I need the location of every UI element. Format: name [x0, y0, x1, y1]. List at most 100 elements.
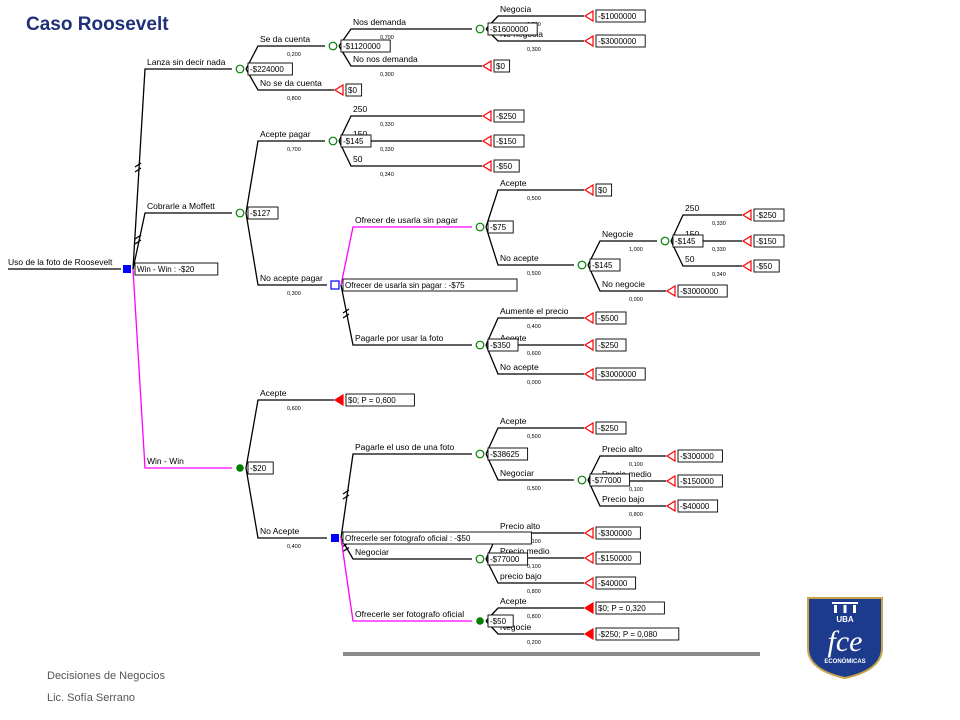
- terminal-node: [583, 551, 594, 565]
- branch-label: No Acepte: [260, 526, 299, 536]
- terminal-value: -$250; P = 0,080: [598, 630, 658, 639]
- terminal-value: -$40000: [680, 502, 710, 511]
- tree-branch: [670, 240, 742, 267]
- chance-node: [577, 475, 587, 485]
- node-value-box: [247, 461, 274, 475]
- branch-probability: 0,100: [527, 564, 541, 570]
- branch-probability: 0,330: [380, 147, 394, 153]
- terminal-value-box: [595, 183, 613, 197]
- terminal-value: -$150000: [680, 477, 714, 486]
- branch-label: precio bajo: [500, 571, 542, 581]
- tree-branch: [340, 226, 472, 286]
- tree-branch: [245, 212, 327, 286]
- branch-label: Acepte pagar: [260, 129, 311, 139]
- branch-label: No acepte: [500, 253, 539, 263]
- node-value: -$145: [675, 237, 696, 246]
- branch-probability: 0,500: [527, 196, 541, 202]
- terminal-value: -$250: [756, 211, 777, 220]
- terminal-value-box: [595, 367, 646, 381]
- tree-branch: [132, 212, 232, 270]
- tree-branch: [485, 427, 584, 455]
- branch-label: Acepte: [500, 416, 527, 426]
- branch-probability: 0,500: [527, 434, 541, 440]
- node-value-box: [487, 220, 514, 234]
- terminal-node: [481, 59, 492, 73]
- branch-probability: 0,400: [287, 544, 301, 550]
- terminal-node: [481, 109, 492, 123]
- branch-probability: 0,330: [712, 221, 726, 227]
- tree-branch: [338, 115, 482, 142]
- cut-marker: [342, 489, 350, 500]
- node-value-box: [342, 278, 518, 292]
- terminal-value: -$300000: [598, 529, 632, 538]
- node-value: -$77000: [490, 555, 520, 564]
- terminal-value-box: [677, 499, 719, 513]
- branch-label: 150: [353, 129, 367, 139]
- terminal-value-box: [677, 474, 723, 488]
- branch-label: Acepte: [500, 333, 527, 343]
- node-value-box: [487, 338, 519, 352]
- branch-probability: 1,000: [629, 247, 643, 253]
- chance-node: [236, 464, 244, 472]
- branch-label: Acepte: [260, 388, 287, 398]
- branch-probability: 0,340: [380, 172, 394, 178]
- tree-branch: [485, 317, 584, 346]
- branch-label: 150: [685, 229, 699, 239]
- fce-uba-logo: UBA fce ECONÓMICAS: [807, 597, 883, 680]
- chance-node: [475, 340, 485, 350]
- tree-branch: [485, 344, 584, 375]
- tree-branch: [670, 214, 742, 242]
- branch-probability: 0,100: [629, 462, 643, 468]
- terminal-node: [583, 34, 594, 48]
- terminal-value: -$150: [496, 137, 517, 146]
- terminal-node: [583, 627, 594, 641]
- cut-marker: [134, 162, 142, 173]
- terminal-node: [583, 421, 594, 435]
- tree-branch: [338, 140, 482, 167]
- terminal-value: -$50: [496, 162, 513, 171]
- branch-probability: 0,000: [629, 297, 643, 303]
- chance-node: [235, 64, 245, 74]
- terminal-node: [333, 393, 344, 407]
- branch-label: Win - Win: [147, 456, 184, 466]
- branch-probability: 0,100: [527, 539, 541, 545]
- chance-node: [475, 449, 485, 459]
- chance-node: [475, 554, 485, 564]
- branch-probability: 0,340: [712, 272, 726, 278]
- branch-probability: 0,500: [527, 271, 541, 277]
- node-value: Win - Win : -$20: [137, 265, 195, 274]
- terminal-value-box: [677, 449, 723, 463]
- terminal-value-box: [493, 134, 525, 148]
- node-value-box: [487, 22, 538, 36]
- terminal-value: -$250: [496, 112, 517, 121]
- branch-label: Ofrecer de usarla sin pagar: [355, 215, 458, 225]
- footer-divider: [343, 652, 760, 656]
- terminal-value: -$1000000: [598, 12, 637, 21]
- terminal-node: [583, 526, 594, 540]
- node-value: -$145: [343, 137, 364, 146]
- tree-branch: [340, 284, 472, 346]
- chance-node: [328, 41, 338, 51]
- branch-probability: 0,700: [380, 35, 394, 41]
- node-value: -$1120000: [343, 42, 381, 51]
- terminal-value-box: [677, 284, 728, 298]
- terminal-value-box: [493, 159, 520, 173]
- branch-probability: 0,300: [380, 72, 394, 78]
- node-value-box: [589, 473, 631, 487]
- terminal-value: -$3000000: [680, 287, 719, 296]
- terminal-value-box: [493, 109, 525, 123]
- node-value: -$77000: [592, 476, 622, 485]
- logo-shield: [807, 597, 883, 680]
- tree-branch: [245, 45, 325, 70]
- terminal-value: $0: [598, 186, 607, 195]
- branch-probability: 0,330: [380, 122, 394, 128]
- terminal-node: [741, 234, 752, 248]
- terminal-value-box: [595, 9, 646, 23]
- tree-branch: [338, 45, 482, 67]
- node-value-box: [340, 39, 391, 53]
- tree-branch: [587, 479, 666, 507]
- branch-probability: 0,400: [527, 324, 541, 330]
- branch-label: Acepte: [500, 178, 527, 188]
- terminal-node: [583, 576, 594, 590]
